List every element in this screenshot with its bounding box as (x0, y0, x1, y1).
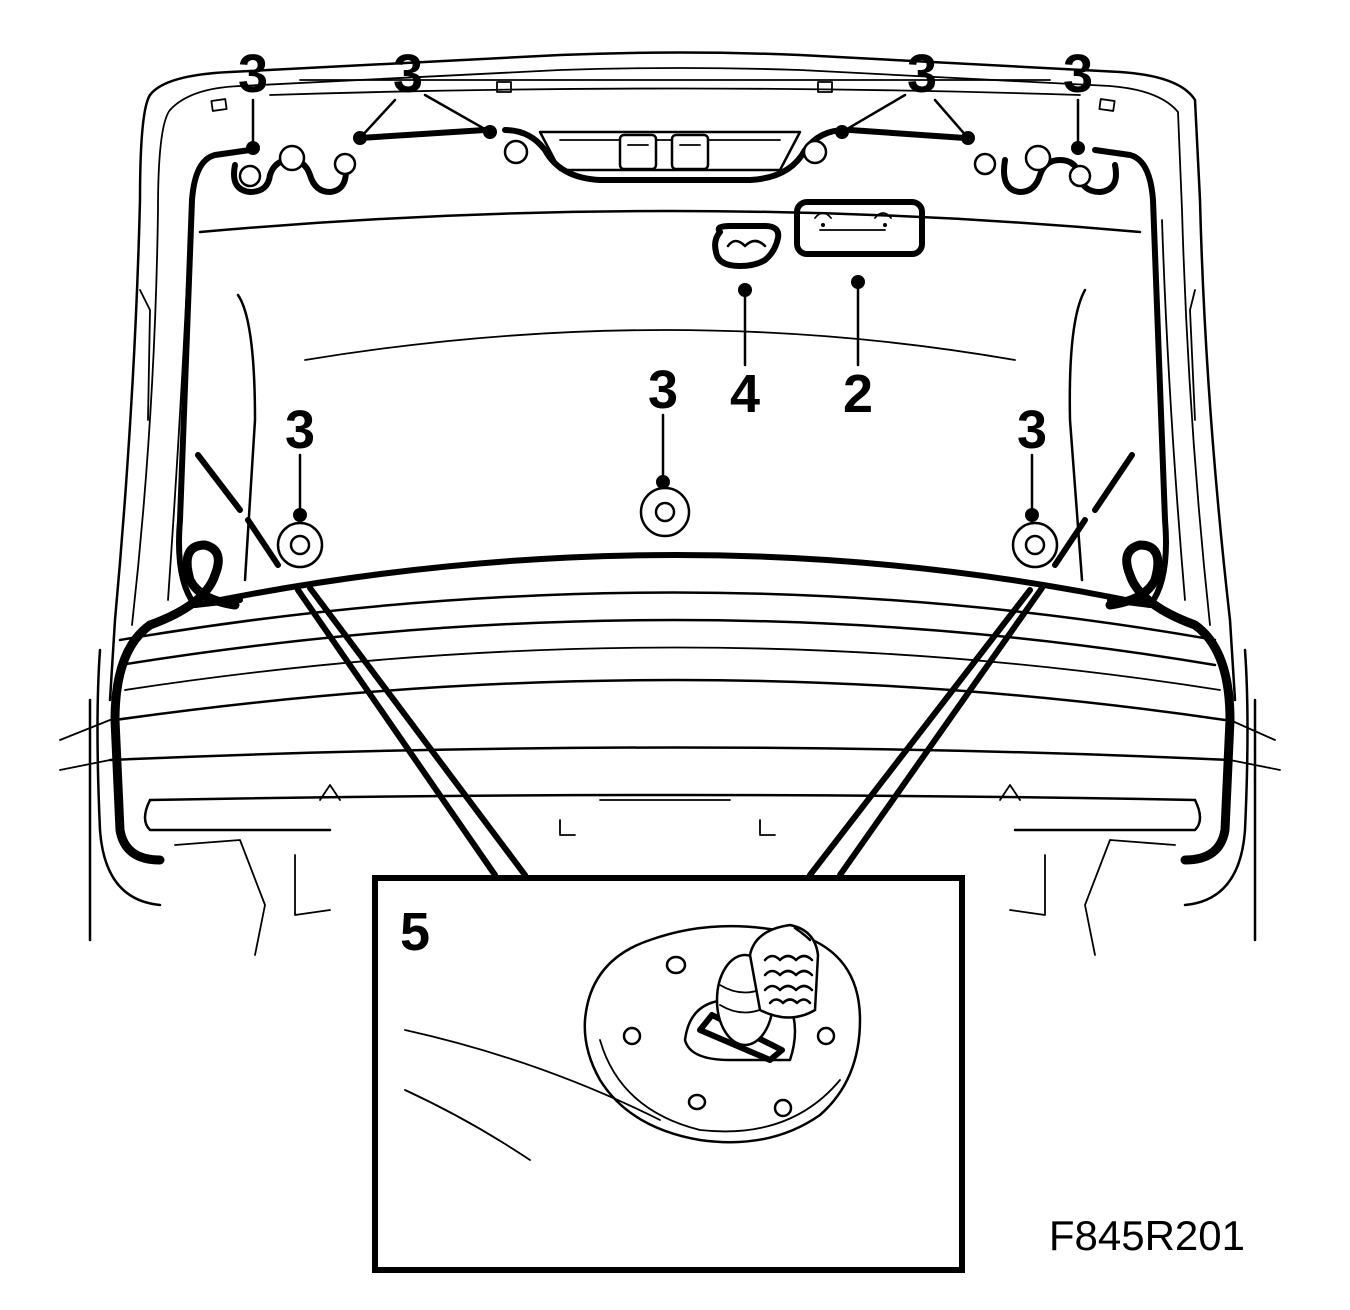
top-slots (210, 81, 1116, 112)
center-latch-housing (538, 130, 802, 172)
callout-5-detail: 5 (400, 902, 430, 962)
clip-detail (583, 923, 862, 1144)
interior-lamp (794, 199, 925, 257)
callout-3-top-far-right: 3 (1063, 44, 1093, 104)
callout-4-handle: 4 (730, 364, 760, 424)
callout-3-top-far-left: 3 (238, 44, 268, 104)
mid-fastener-holes (276, 486, 1059, 569)
callout-3-mid-left: 3 (285, 400, 315, 460)
callout-3-top-left: 3 (393, 44, 423, 104)
callout-2-lamp: 2 (843, 364, 873, 424)
detail-inset-box (372, 875, 965, 1273)
top-center-clip-holes (503, 139, 828, 165)
right-strut-hook (1105, 540, 1257, 942)
lower-panel (59, 552, 1281, 832)
rear-body-details (174, 784, 1176, 956)
panel-side-contours (195, 288, 1135, 582)
handle-recess (712, 223, 782, 269)
callout-3-mid-center: 3 (648, 360, 678, 420)
callout-3-top-right: 3 (907, 44, 937, 104)
callout-3-mid-right: 3 (1017, 400, 1047, 460)
callout-labels: 3 3 3 3 4 2 3 3 3 5 (238, 44, 1093, 962)
left-strut-hook (88, 540, 240, 942)
upper-panel-edge (198, 209, 1142, 234)
detail-leader-lines (295, 585, 1045, 878)
mid-panel-contour (304, 329, 1016, 361)
top-left-clip-recess (231, 144, 357, 195)
top-right-clip-recess (973, 144, 1119, 195)
figure-id: F845R201 (1049, 1212, 1245, 1259)
callout-leaders (246, 93, 1085, 522)
tailgate-outer-frame (108, 51, 1237, 702)
